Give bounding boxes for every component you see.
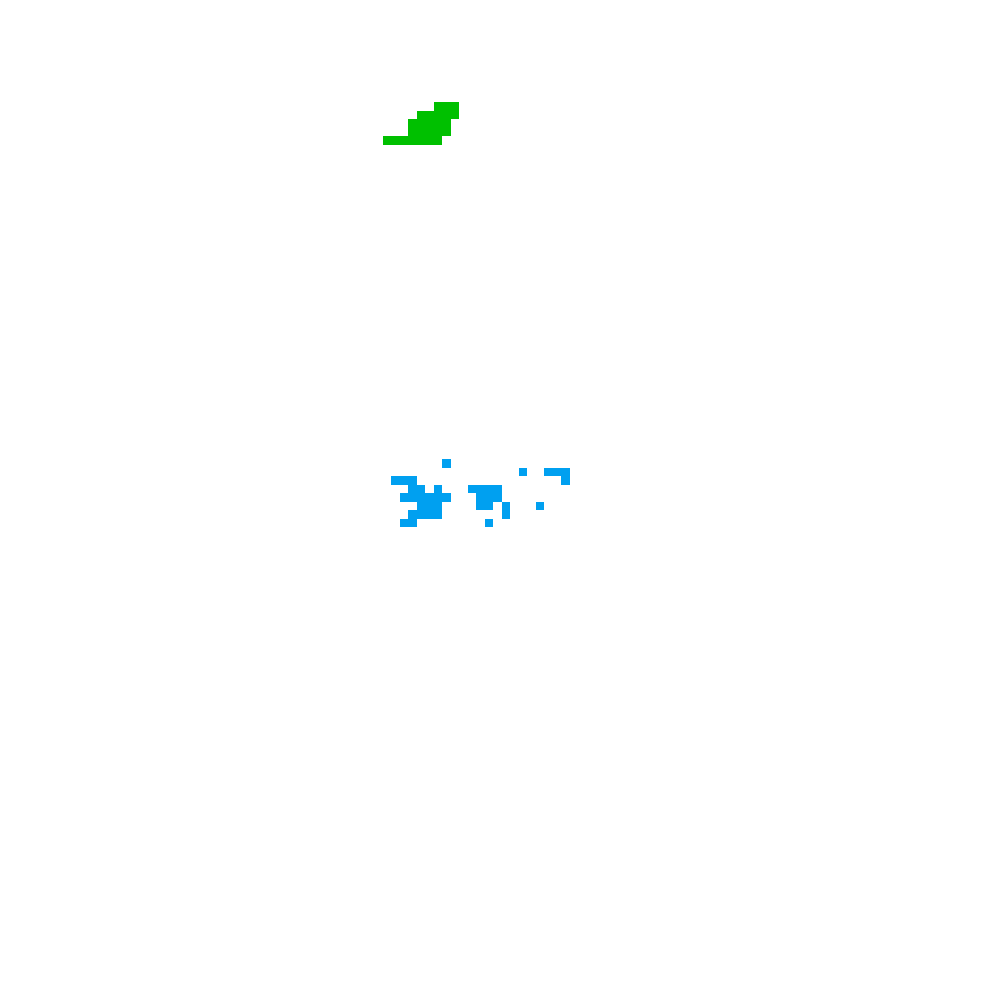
blue-cell [476,501,485,510]
blue-cell [501,510,510,519]
green-cell [416,136,425,145]
blue-cell [416,493,425,502]
green-cell [408,119,417,128]
green-cell [408,136,417,145]
blue-cell [442,493,451,502]
blue-cell [535,501,544,510]
blue-cell [484,518,493,527]
blue-cell [518,467,527,476]
green-cell [433,136,442,145]
blue-cell [561,467,570,476]
green-cell [433,127,442,136]
blue-cell [476,484,485,493]
blue-cell [433,510,442,519]
blue-cell [484,493,493,502]
blue-cell [433,493,442,502]
blue-cell [425,501,434,510]
green-cell [416,119,425,128]
green-cell [416,110,425,119]
blue-cell [442,459,451,468]
green-cell [425,119,434,128]
blue-cell [544,467,553,476]
blue-cell [416,510,425,519]
green-cell [416,127,425,136]
blue-cell [552,467,561,476]
green-cell [425,136,434,145]
green-cell [391,136,400,145]
blue-cell [416,501,425,510]
blue-cell [425,510,434,519]
blue-cell [425,493,434,502]
blue-cell [408,510,417,519]
blue-cell [561,476,570,485]
blue-cell [433,484,442,493]
blue-cell [493,484,502,493]
green-cell [399,136,408,145]
blue-cell [408,484,417,493]
green-cell [442,127,451,136]
green-cell [450,102,459,111]
blue-cell [476,493,485,502]
green-cell [425,127,434,136]
green-cell [442,119,451,128]
green-cell [442,102,451,111]
green-cell [433,110,442,119]
blue-cell [484,484,493,493]
green-cell [382,136,391,145]
green-cell [408,127,417,136]
blue-cell [501,501,510,510]
blue-cell [493,493,502,502]
green-cell [450,110,459,119]
blue-cell [391,476,400,485]
green-cell [425,110,434,119]
blue-cell [467,484,476,493]
blue-cell [408,493,417,502]
blue-cell [416,484,425,493]
blue-cell [399,493,408,502]
blue-cell [433,501,442,510]
blue-cell [408,518,417,527]
green-cell [442,110,451,119]
green-cell [433,119,442,128]
blue-cell [408,476,417,485]
green-cell [433,102,442,111]
blue-cell [399,476,408,485]
blue-cell [484,501,493,510]
blue-cell [399,518,408,527]
